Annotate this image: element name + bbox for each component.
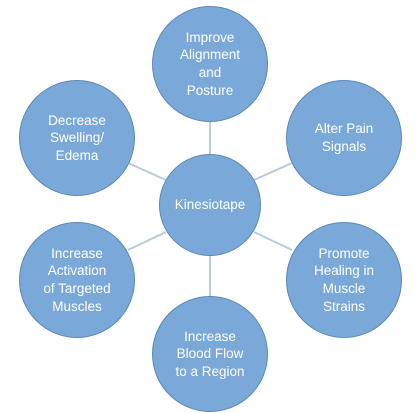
- node-improve-alignment-and-posture: Improve Alignment and Posture: [152, 6, 268, 122]
- connector-top-left: [127, 162, 167, 181]
- connector-bottom-left: [127, 231, 167, 251]
- center-node-label: Kinesiotape: [174, 197, 246, 213]
- node-label-line: Blood Flow: [176, 346, 244, 362]
- connector-bottom-right: [253, 231, 293, 251]
- node-increase-blood-flow-to-a-region: Increase Blood Flow to a Region: [152, 296, 268, 412]
- node-decrease-swelling-edema: Decrease Swelling/ Edema: [19, 80, 135, 196]
- node-label-line: Signals: [321, 139, 367, 154]
- node-label-line: Promote: [318, 245, 370, 261]
- connector-top-right: [253, 162, 293, 181]
- node-label-line: Alignment: [179, 47, 241, 63]
- node-label-line: Increase: [51, 245, 103, 261]
- node-label-line: of Targeted: [43, 281, 111, 296]
- node-label-line: Healing in: [313, 263, 375, 279]
- node-increase-activation-of-targeted-muscles: Increase Activation of Targeted Muscles: [19, 222, 135, 338]
- node-label-line: Decrease: [48, 112, 106, 128]
- node-alter-pain-signals: Alter Pain Signals: [286, 80, 402, 196]
- node-promote-healing-in-muscle-strains: Promote Healing in Muscle Strains: [286, 222, 402, 338]
- node-label-line: Edema: [55, 147, 99, 163]
- center-node-kinesiotape: Kinesiotape: [159, 154, 261, 256]
- node-label-line: Activation: [47, 263, 107, 279]
- node-label-line: and: [198, 65, 222, 80]
- node-label-line: Alter Pain: [314, 121, 374, 137]
- node-label-line: Increase: [184, 328, 236, 344]
- node-label-line: Posture: [186, 82, 234, 98]
- node-label-line: Muscles: [52, 298, 102, 314]
- node-label-line: Muscle: [322, 281, 366, 296]
- node-label-line: Strains: [322, 298, 365, 314]
- node-label-line: to a Region: [175, 363, 245, 379]
- node-label-line: Swelling/: [49, 130, 105, 146]
- node-label-line: Improve: [185, 29, 235, 45]
